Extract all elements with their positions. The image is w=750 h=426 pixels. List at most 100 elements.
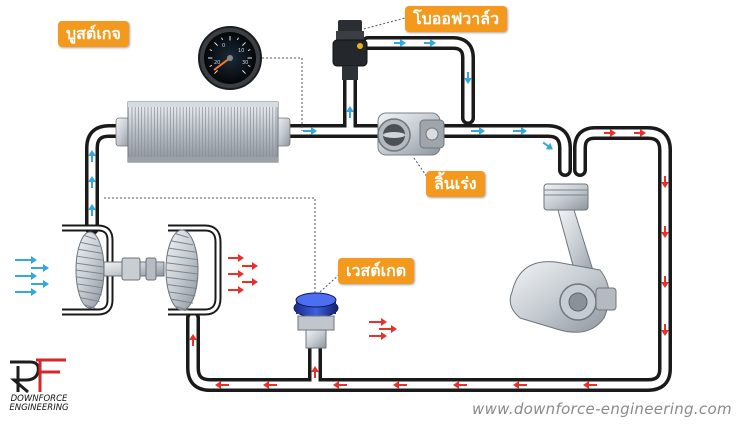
gauge-tick [209, 65, 213, 67]
flow-arrow [189, 334, 197, 346]
flow-arrow [303, 127, 317, 135]
gauge-tick [242, 70, 246, 74]
blade [76, 283, 104, 289]
blade [80, 297, 100, 303]
flow-arrow [228, 254, 244, 262]
gauge-scale-label: 20 [214, 60, 220, 66]
flow-arrow [346, 106, 354, 118]
flow-arrow [15, 288, 37, 296]
blade [84, 304, 96, 310]
flow-arrow [661, 276, 669, 288]
flow-arrow [661, 324, 669, 336]
brand-name: DOWNFORCE ENGINEERING [4, 395, 74, 413]
wastegate-callout: เวสต์เกต [338, 258, 415, 284]
flow-arrow [263, 381, 277, 389]
blade [168, 291, 196, 297]
throttle-callout: ลิ้นเร่ง [426, 171, 485, 197]
flow-arrow [15, 256, 37, 264]
blade [78, 290, 102, 296]
blade [166, 276, 198, 282]
gauge-needle [213, 57, 231, 71]
blade [167, 254, 197, 260]
flow-arrow [542, 141, 553, 150]
compressor-wheel [75, 231, 105, 310]
gauge-tick [237, 37, 239, 41]
flow-arrow [369, 318, 387, 326]
gauge-tick [242, 42, 246, 46]
flow-arrow [88, 176, 96, 188]
blade [167, 284, 197, 290]
flow-arrow [604, 129, 616, 137]
blade [175, 233, 189, 239]
gauge-scale-label: 10 [238, 48, 244, 54]
throttle-leader [413, 157, 433, 185]
flow-arrow [88, 150, 96, 162]
blade [84, 234, 96, 240]
bov-leader [359, 17, 406, 31]
gauge-tick [247, 65, 251, 67]
blade [165, 269, 199, 275]
wastegate [293, 292, 339, 349]
blade [170, 240, 194, 246]
gauge-tick [221, 37, 223, 41]
flow-arrow [369, 332, 387, 340]
boost-gauge: 0 10 30 20 [198, 26, 262, 90]
flow-arrow [379, 325, 397, 333]
turbine-wheel [165, 229, 199, 311]
blow-off-valve [332, 20, 368, 80]
boost-gauge-callout: บูสต์เกจ [58, 21, 129, 47]
flow-arrow [15, 272, 37, 280]
flow-arrow [393, 381, 407, 389]
brand-line-2: ENGINEERING [9, 403, 69, 413]
flow-arrow [634, 129, 646, 137]
blow-off-valve-callout: โบออฟวาล์ว [405, 6, 508, 32]
flow-arrow [464, 72, 472, 84]
gauge-scale-label: 30 [242, 60, 248, 66]
website-url: www.downforce-engineering.com [472, 400, 732, 418]
flow-arrow [31, 280, 49, 288]
flow-arrow [31, 264, 49, 272]
throttle-body [377, 112, 445, 156]
gauge-tick [209, 49, 213, 51]
blade [76, 262, 104, 268]
gauge-scale-label: 0 [222, 43, 225, 49]
flow-arrow [453, 381, 467, 389]
blade [170, 298, 194, 304]
gauge-tick [214, 42, 218, 46]
flow-arrow [228, 286, 244, 294]
gauge-tick [214, 70, 218, 74]
blade [168, 247, 196, 253]
flow-arrow [513, 127, 527, 135]
flow-arrow [242, 278, 258, 286]
flow-arrow [311, 366, 319, 378]
blade [175, 305, 189, 311]
flow-arrow [215, 381, 229, 389]
engine-piston-crank [509, 183, 617, 333]
brand-logo [9, 358, 66, 394]
flow-arrow [513, 381, 527, 389]
flow-arrow [661, 176, 669, 188]
intercooler [115, 101, 291, 163]
flow-arrow [661, 226, 669, 238]
flow-arrow [424, 39, 436, 47]
intake-flow-arrows [15, 39, 553, 296]
flow-arrow [242, 262, 258, 270]
turbocharger [62, 224, 222, 316]
pipe-network [85, 36, 672, 392]
gauge-tick [247, 49, 251, 51]
blade [76, 276, 104, 282]
flow-arrow [333, 381, 347, 389]
flow-arrow [394, 39, 406, 47]
flow-arrow [88, 204, 96, 216]
flow-arrow [583, 381, 597, 389]
flow-arrow [228, 270, 244, 278]
blade [78, 248, 102, 254]
exhaust-flow-arrows [189, 129, 669, 389]
brand-line-1: DOWNFORCE [10, 394, 68, 404]
blade [76, 255, 104, 261]
blade [166, 262, 198, 268]
wastegate-signal-line [104, 197, 316, 300]
blade [75, 269, 105, 275]
